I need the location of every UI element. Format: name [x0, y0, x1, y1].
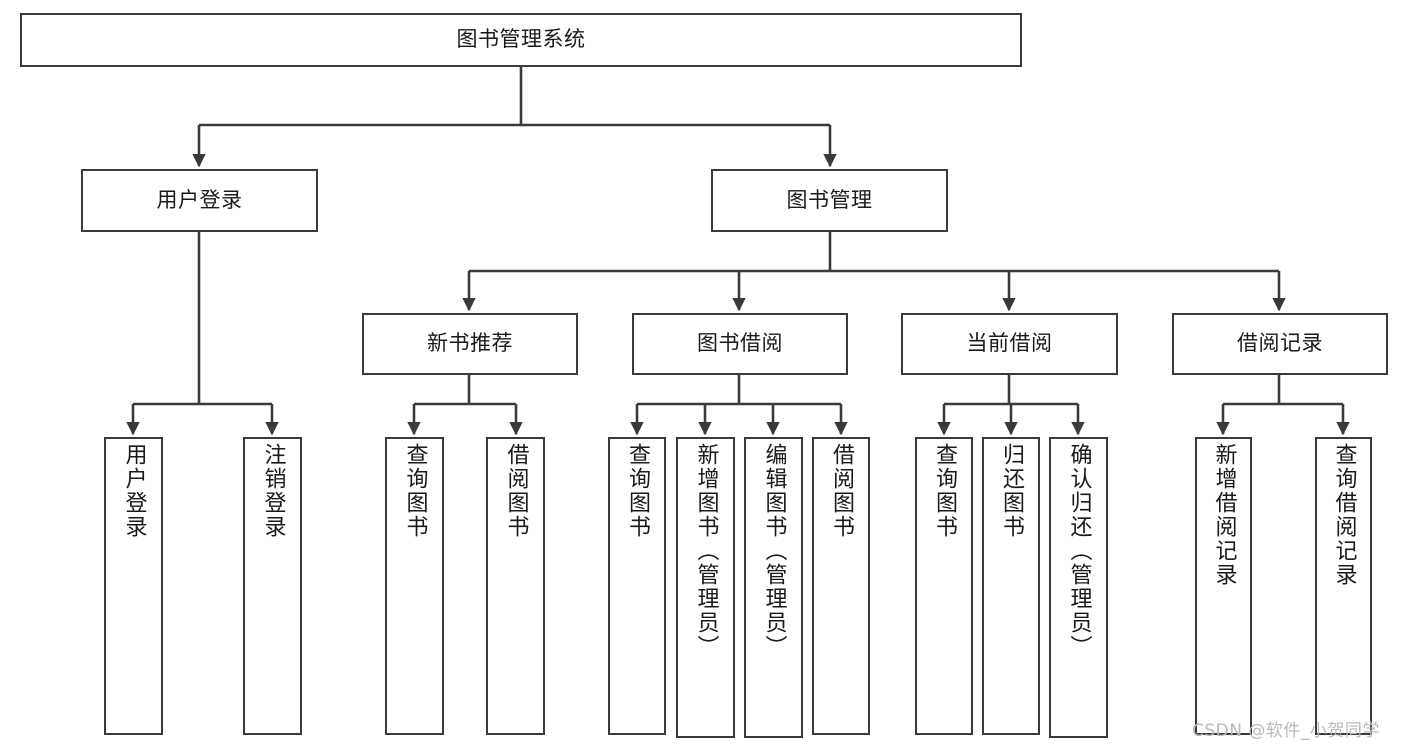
node-leaf-add-record[interactable]: 新增借阅记录	[1195, 437, 1252, 735]
node-leaf-borrow-book-1[interactable]: 借阅图书	[486, 437, 545, 735]
node-root[interactable]: 图书管理系统	[20, 13, 1022, 67]
node-leaf-query-record-label: 查询借阅记录	[1331, 443, 1357, 587]
node-book-borrow-label: 图书借阅	[697, 331, 783, 356]
node-book-manage-label: 图书管理	[786, 187, 873, 212]
node-leaf-borrow-book-2[interactable]: 借阅图书	[812, 437, 870, 735]
node-borrow-record-label: 借阅记录	[1237, 331, 1323, 356]
node-leaf-query-book-1[interactable]: 查询图书	[385, 437, 444, 735]
node-leaf-edit-book[interactable]: 编辑图书（管理员）	[744, 437, 803, 738]
node-user-login[interactable]: 用户登录	[81, 169, 318, 232]
node-leaf-add-record-label: 新增借阅记录	[1211, 443, 1237, 587]
node-leaf-confirm-return[interactable]: 确认归还（管理员）	[1049, 437, 1108, 738]
node-leaf-user-logout[interactable]: 注销登录	[243, 437, 302, 735]
node-new-book-recommend[interactable]: 新书推荐	[362, 313, 578, 375]
node-leaf-query-book-1-label: 查询图书	[402, 443, 428, 539]
node-leaf-user-logout-label: 注销登录	[260, 443, 286, 539]
node-leaf-return-book-label: 归还图书	[999, 443, 1024, 539]
node-user-login-label: 用户登录	[156, 187, 243, 212]
node-leaf-query-book-3[interactable]: 查询图书	[915, 437, 973, 735]
node-new-book-recommend-label: 新书推荐	[427, 331, 513, 356]
node-leaf-confirm-return-label: 确认归还（管理员）	[1066, 443, 1092, 659]
watermark: CSDN @软件_小贺同学	[1192, 721, 1380, 741]
node-current-borrow[interactable]: 当前借阅	[901, 313, 1118, 375]
node-leaf-query-record[interactable]: 查询借阅记录	[1315, 437, 1372, 735]
node-leaf-borrow-book-1-label: 借阅图书	[503, 443, 529, 539]
node-leaf-query-book-3-label: 查询图书	[932, 443, 957, 539]
node-current-borrow-label: 当前借阅	[966, 331, 1053, 356]
node-leaf-query-book-2[interactable]: 查询图书	[608, 437, 666, 735]
node-leaf-edit-book-label: 编辑图书（管理员）	[761, 443, 787, 659]
node-borrow-record[interactable]: 借阅记录	[1172, 313, 1388, 375]
node-leaf-borrow-book-2-label: 借阅图书	[829, 443, 854, 539]
node-leaf-add-book[interactable]: 新增图书（管理员）	[676, 437, 735, 738]
node-leaf-query-book-2-label: 查询图书	[625, 443, 650, 539]
node-root-label: 图书管理系统	[456, 27, 586, 52]
node-book-manage[interactable]: 图书管理	[711, 169, 948, 232]
node-leaf-user-login[interactable]: 用户登录	[104, 437, 163, 735]
node-leaf-user-login-label: 用户登录	[121, 443, 147, 539]
node-leaf-return-book[interactable]: 归还图书	[982, 437, 1040, 735]
node-leaf-add-book-label: 新增图书（管理员）	[693, 443, 719, 659]
node-book-borrow[interactable]: 图书借阅	[632, 313, 848, 375]
